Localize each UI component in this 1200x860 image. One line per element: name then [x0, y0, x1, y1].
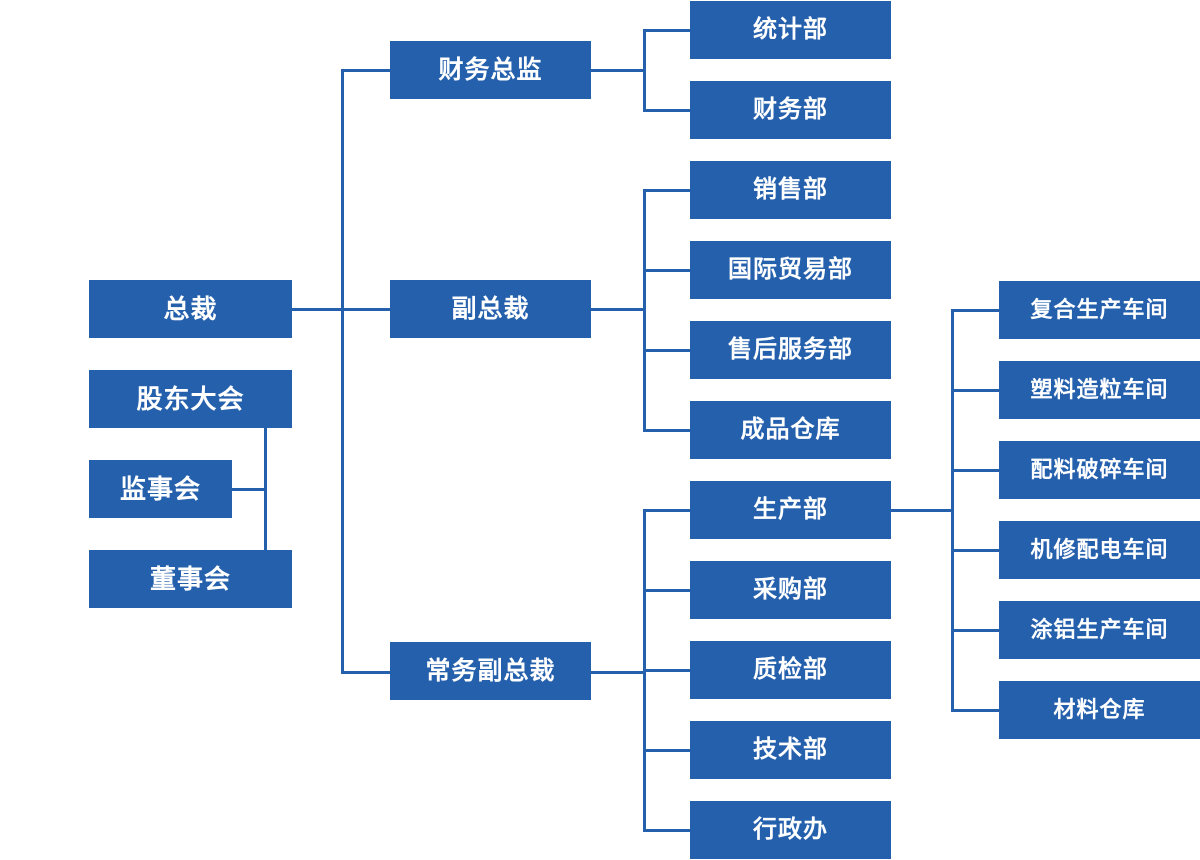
node-after-sales-service-department[interactable]: 售后服务部: [690, 321, 891, 379]
connector-workshop-0: [951, 309, 1002, 312]
connector-cfo-out: [591, 69, 646, 72]
connector-workshop-1: [951, 389, 1002, 392]
node-material-warehouse[interactable]: 材料仓库: [999, 681, 1200, 739]
node-finance-department[interactable]: 财务部: [690, 81, 891, 139]
node-technology-department[interactable]: 技术部: [690, 721, 891, 779]
node-international-trade-department[interactable]: 国际贸易部: [690, 241, 891, 299]
connector-evp-dept-4: [643, 829, 693, 832]
node-finished-goods-warehouse[interactable]: 成品仓库: [690, 401, 891, 459]
node-president[interactable]: 总裁: [89, 280, 292, 338]
connector-cfo-dept-0: [643, 29, 693, 32]
connector-president-stub: [292, 308, 344, 311]
connector-workshop-3: [951, 549, 1002, 552]
connector-workshop-5: [951, 709, 1002, 712]
connector-workshop-2: [951, 469, 1002, 472]
node-executive-vice-president[interactable]: 常务副总裁: [390, 642, 591, 700]
connector-vp-out: [591, 308, 646, 311]
node-aluminum-coating-production-workshop[interactable]: 涂铝生产车间: [999, 601, 1200, 659]
node-sales-department[interactable]: 销售部: [690, 161, 891, 219]
node-supervisory-board[interactable]: 监事会: [89, 460, 232, 518]
node-production-department[interactable]: 生产部: [690, 481, 891, 539]
node-batching-crushing-workshop[interactable]: 配料破碎车间: [999, 441, 1200, 499]
node-quality-inspection-department[interactable]: 质检部: [690, 641, 891, 699]
node-plastic-granulation-workshop[interactable]: 塑料造粒车间: [999, 361, 1200, 419]
connector-vp-dept-0: [643, 189, 693, 192]
connector-evp-dept-1: [643, 589, 693, 592]
connector-workshop-4: [951, 629, 1002, 632]
connector-production-out: [891, 509, 954, 512]
connector-vp-trunk: [643, 189, 646, 432]
connector-arm-evp: [341, 671, 393, 674]
connector-cfo-trunk: [643, 29, 646, 112]
connector-evp-out: [591, 671, 646, 674]
node-vice-president[interactable]: 副总裁: [390, 280, 591, 338]
node-cfo[interactable]: 财务总监: [390, 41, 591, 99]
connector-vp-dept-3: [643, 429, 693, 432]
node-shareholders-meeting[interactable]: 股东大会: [89, 370, 292, 428]
connector-supervisory-stub: [232, 488, 267, 491]
connector-arm-cfo: [341, 69, 393, 72]
node-purchasing-department[interactable]: 采购部: [690, 561, 891, 619]
connector-evp-dept-3: [643, 749, 693, 752]
connector-vp-dept-1: [643, 269, 693, 272]
node-composite-production-workshop[interactable]: 复合生产车间: [999, 281, 1200, 339]
connector-governance-spine: [264, 428, 267, 578]
connector-main-trunk: [341, 69, 344, 672]
node-board-of-directors[interactable]: 董事会: [89, 550, 292, 608]
connector-evp-dept-2: [643, 669, 693, 672]
connector-workshop-trunk: [951, 309, 954, 712]
node-administration-office[interactable]: 行政办: [690, 801, 891, 859]
connector-cfo-dept-1: [643, 109, 693, 112]
connector-vp-dept-2: [643, 349, 693, 352]
node-machine-repair-power-distribution-workshop[interactable]: 机修配电车间: [999, 521, 1200, 579]
connector-evp-dept-0: [643, 509, 693, 512]
connector-arm-vp: [341, 308, 393, 311]
node-statistics-department[interactable]: 统计部: [690, 1, 891, 59]
